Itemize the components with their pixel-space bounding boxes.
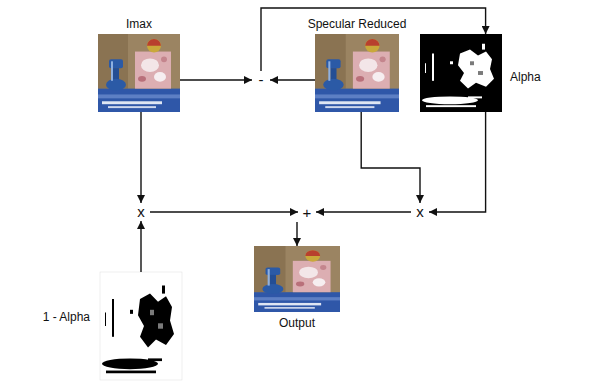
image-label: Alpha [510, 70, 541, 84]
operator-node: x [132, 203, 150, 221]
flow-arrow [361, 112, 420, 203]
operator-node: + [298, 204, 316, 222]
operator-symbol: + [300, 205, 315, 221]
imax-photo [98, 34, 180, 112]
image-node: Output [254, 246, 340, 312]
image-label: Output [279, 316, 315, 330]
flow-arrow [296, 222, 297, 246]
image-node: Alpha [420, 34, 502, 112]
operator-symbol: - [256, 72, 267, 88]
operator-symbol: x [134, 204, 148, 220]
image-node: Specular Reduced [315, 34, 399, 112]
flow-arrow [270, 79, 315, 80]
output-photo [254, 246, 340, 312]
operator-node: - [252, 71, 270, 89]
operator-node: x [411, 203, 429, 221]
image-node: Imax [98, 34, 180, 112]
flow-arrow [261, 8, 486, 71]
alpha-mask [420, 34, 502, 112]
flow-arrow [429, 112, 486, 212]
image-label: 1 - Alpha [43, 310, 90, 324]
image-node: 1 - Alpha [100, 272, 182, 380]
image-label: Specular Reduced [308, 17, 407, 31]
image-label: Imax [126, 17, 152, 31]
flow-arrow [150, 211, 298, 212]
flow-arrow [316, 211, 411, 212]
flow-arrow [180, 79, 252, 80]
inverse-alpha-mask [100, 272, 182, 380]
operator-symbol: x [413, 204, 427, 220]
flow-arrow [140, 112, 141, 203]
flow-arrow [140, 221, 141, 272]
specular-reduced-photo [315, 34, 399, 112]
